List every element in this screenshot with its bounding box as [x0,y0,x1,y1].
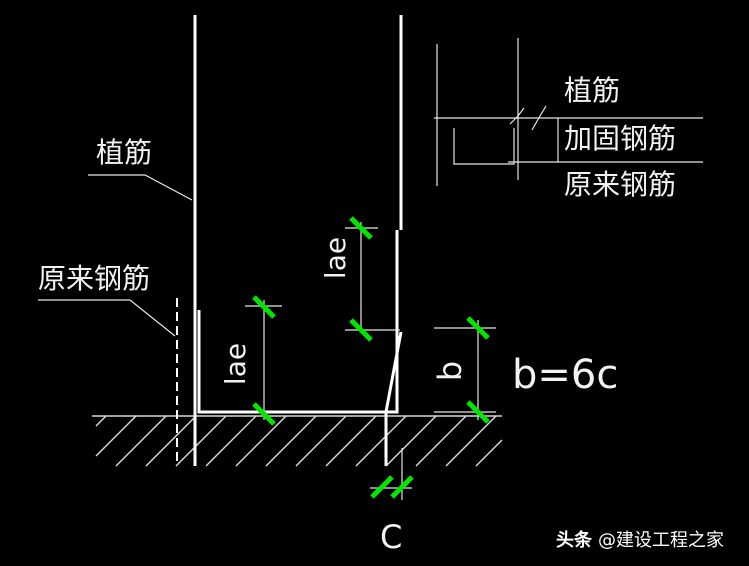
hatch-lines [95,415,503,467]
tick-c-left [370,475,394,499]
label-yuanlai: 原来钢筋 [38,262,150,295]
column-lines [193,15,403,310]
legend-slash-2 [531,105,547,131]
hatch-line [95,415,107,427]
label-lae-right: lae [319,237,352,279]
watermark: 头条 @建设工程之家 [556,529,724,551]
planted-rebar-left [197,310,386,414]
watermark-brand: 头条 [556,529,593,551]
ground-hatch [92,415,503,467]
hatch-line [385,415,437,467]
legend-zhijin: 植筋 [564,74,620,107]
hatch-line [145,415,197,467]
tick-lae-left-bottom [252,402,276,426]
hatch-line [95,415,137,457]
legend-jiagu: 加固钢筋 [564,122,676,155]
tick-b-bottom [466,400,490,424]
legend-u-symbol [453,128,515,165]
watermark-handle: @建设工程之家 [598,530,724,551]
planted-rebar-bent [384,331,403,466]
legend-yuanlai: 原来钢筋 [564,168,676,201]
tick-b-top [466,316,490,340]
hatch-line [475,439,503,467]
legend: 植筋 加固钢筋 原来钢筋 [434,38,703,201]
tick-c-right [390,475,414,499]
label-b: b [431,361,469,381]
leader-yuanlai [38,299,176,337]
legend-slash-1 [509,107,525,125]
leader-zhijin [88,174,193,201]
hatch-line [445,415,497,467]
label-zhijin: 植筋 [96,136,152,169]
tick-lae-left-top [252,295,276,319]
hatch-line [415,415,467,467]
label-c: C [380,518,402,556]
hatch-line [115,415,167,467]
planted-rebar-right [386,230,399,414]
dimension-ticks [252,216,490,499]
hatch-line [295,415,347,467]
hatch-line [325,415,377,467]
tick-lae-right-bottom [349,318,373,342]
tick-lae-right-top [349,216,373,240]
leaders [38,174,193,337]
hatch-line [205,415,257,467]
planted-rebar [193,230,403,466]
label-b-formula: b=6c [512,352,618,398]
hatch-line [265,415,317,467]
hatch-line [235,415,287,467]
label-lae-left: lae [219,343,252,385]
hatch-line [355,415,407,467]
hatch-line [175,415,227,467]
